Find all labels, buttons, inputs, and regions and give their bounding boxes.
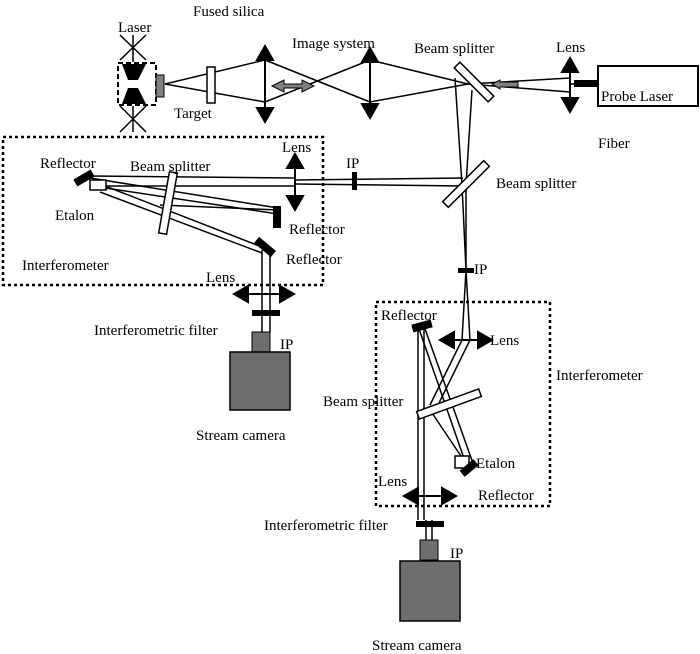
right-reflector-low [459,459,479,477]
beam-right-down-2a [461,269,467,341]
laser-focus-top [122,64,146,80]
beam-top-4a [467,77,571,85]
label-ip-mid: IP [474,262,487,278]
beam-paths [89,59,598,540]
left-reflector-top [73,169,95,187]
beam-int-r-1 [429,339,463,406]
laser-target-assembly [117,34,165,133]
label-stream-camera-left: Stream camera [196,428,286,444]
label-beam-splitter-top: Beam splitter [414,41,494,57]
label-left-lens: Lens [282,140,311,156]
label-etalon-right: Etalon [476,456,516,472]
right-top-lens [437,330,495,350]
left-reflector-low [254,236,276,258]
right-etalon [454,455,470,469]
beam-int-r-7 [429,409,466,463]
left-stream-camera [229,351,291,411]
label-left-reflector-low: Reflector [286,252,342,268]
left-ip-marker [251,331,271,353]
left-lens [285,151,305,213]
top-right-lens [560,55,580,115]
label-left-reflector-mid: Reflector [289,222,345,238]
label-interferometer-left: Interferometer [22,258,109,274]
right-low-lens [401,486,459,506]
beam-top-3a [369,59,469,85]
label-stream-camera-right: Stream camera [372,638,462,654]
left-beam-splitter [157,170,179,236]
beam-left-1b [294,183,464,187]
label-interferometric-filter-left: Interferometric filter [94,323,218,339]
right-reflector-top [411,319,433,333]
diagram-labels: Laser Fused silica Image system Beam spl… [22,4,673,654]
left-reflector-mid [273,206,281,228]
label-right-beam-splitter: Beam splitter [323,394,403,410]
label-probe-laser: Probe Laser [601,89,673,105]
label-right-reflector-low: Reflector [478,488,534,504]
label-fused-silica: Fused silica [193,4,265,20]
beam-down-1a [454,77,463,186]
image-system-shift-arrow [270,79,316,93]
ip-mid-marker [458,268,474,273]
left-etalon [89,179,107,191]
beam-top-2b [264,59,371,103]
fiber-connector [574,80,598,87]
beam-int-l-4 [99,191,263,254]
label-right-lens-low: Lens [378,474,407,490]
beam-down-1b [465,89,473,186]
label-target: Target [174,106,213,122]
label-lens-top: Lens [556,40,585,56]
probe-direction-arrow [490,79,519,90]
image-system-lens [360,45,380,121]
beam-int-r-4 [423,325,475,467]
label-etalon-left: Etalon [55,208,95,224]
left-interferometric-filter [252,310,280,316]
left-low-lens [231,284,297,304]
beam-int-l-3 [99,183,263,248]
right-ip-marker [419,539,439,561]
label-left-reflector-top: Reflector [40,156,96,172]
target-block [155,74,165,98]
label-fiber: Fiber [598,136,630,152]
top-beam-splitter [453,61,495,103]
label-ip-right-camera: IP [450,546,463,562]
fused-silica-window [206,66,216,104]
beam-left-2a [89,175,296,179]
label-beam-splitter-mid: Beam splitter [496,176,576,192]
label-left-lens-low: Lens [206,270,235,286]
laser-focus-bottom [122,88,146,104]
label-laser: Laser [118,20,151,36]
right-beam-splitter [415,387,483,421]
ip-top-marker [352,172,357,190]
right-interferometric-filter [416,521,444,527]
label-right-reflector-top: Reflector [381,308,437,324]
label-interferometer-right: Interferometer [556,368,643,384]
beam-int-r-3 [417,325,469,471]
beam-top-4b [467,83,571,93]
label-interferometric-filter-right: Interferometric filter [264,518,388,534]
beam-left-1a [294,177,464,181]
label-ip-left-camera: IP [280,337,293,353]
beam-top-3b [369,83,469,103]
right-interferometer-box [374,300,552,508]
label-right-lens-top: Lens [490,333,519,349]
top-lens-1 [255,43,275,125]
label-left-beam-splitter: Beam splitter [130,159,210,175]
probe-laser-box [597,65,699,107]
beam-int-l-5 [159,204,279,211]
beam-right-down-2b [465,269,471,341]
beam-int-l-1 [89,177,279,209]
mid-beam-splitter [441,159,491,209]
label-ip-top: IP [346,156,359,172]
label-image-system: Image system [292,36,375,52]
right-stream-camera [399,560,461,622]
beam-int-r-2 [437,339,471,406]
